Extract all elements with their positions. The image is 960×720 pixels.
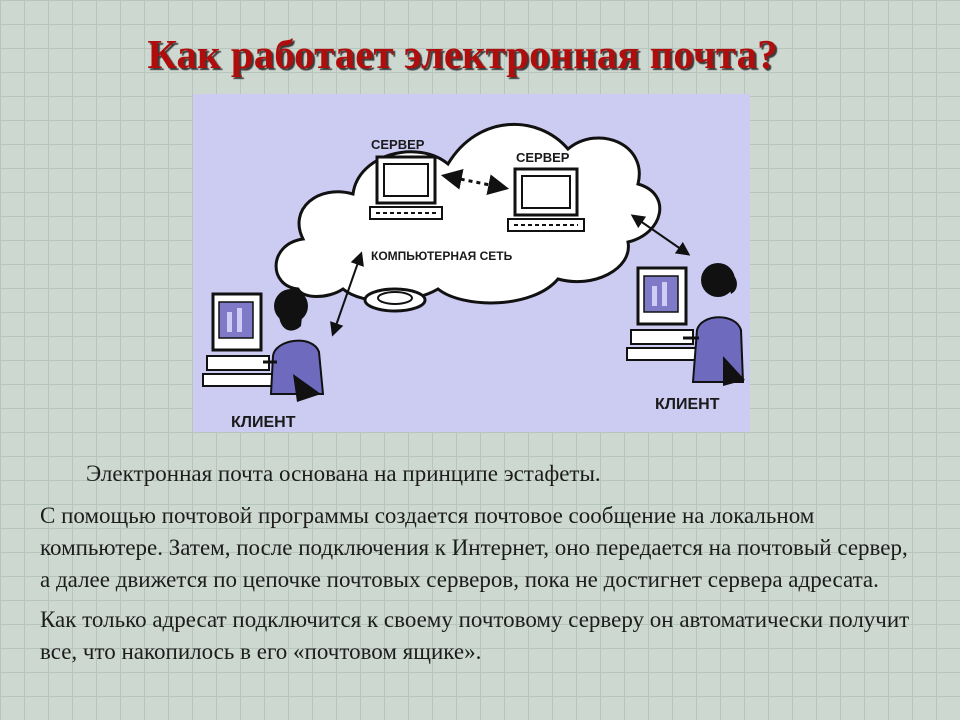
paragraph-relay-principle: Электронная почта основана на принципе э… — [86, 461, 601, 486]
slide-title: Как работает электронная почта? — [147, 31, 778, 77]
server-left-label: СЕРВЕР — [371, 137, 425, 152]
paragraph-mailbox: Как только адресат подключится к своему … — [40, 607, 910, 664]
client-left-icon — [202, 289, 325, 402]
server-right-icon — [507, 167, 585, 232]
network-cloud — [274, 122, 662, 305]
server-right-label: СЕРВЕР — [516, 150, 570, 165]
network-cable-icon — [363, 287, 427, 313]
client-right-arrow — [630, 214, 691, 256]
server-link-arrow — [440, 168, 510, 196]
server-left-icon — [369, 155, 443, 220]
network-label: КОМПЬЮТЕРНАЯ СЕТЬ — [371, 249, 513, 263]
client-right-label: КЛИЕНТ — [655, 396, 720, 413]
client-left-label: КЛИЕНТ — [231, 414, 296, 431]
client-left-arrow — [330, 251, 364, 337]
body-text: Электронная почта основана на принципе э… — [40, 458, 920, 676]
client-right-icon — [626, 263, 745, 386]
email-diagram: СЕРВЕР СЕРВЕР КОМПЬЮТЕРНАЯ СЕТЬ — [193, 94, 750, 432]
paragraph-message-path: С помощью почтовой программы создается п… — [40, 503, 908, 592]
